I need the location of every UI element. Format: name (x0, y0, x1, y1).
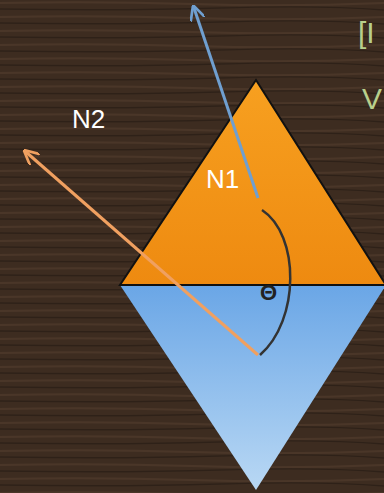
heading-fragment: [I (358, 18, 375, 48)
heading-fragment: V (362, 84, 382, 114)
normal-label: N1 (206, 166, 239, 192)
normal-arrow-1 (194, 8, 258, 198)
lower-medium (120, 285, 384, 490)
angle-arc (260, 210, 290, 355)
normal-label: N2 (72, 106, 105, 132)
normal-arrow-2 (26, 152, 258, 355)
angle-label: Θ (260, 282, 277, 304)
